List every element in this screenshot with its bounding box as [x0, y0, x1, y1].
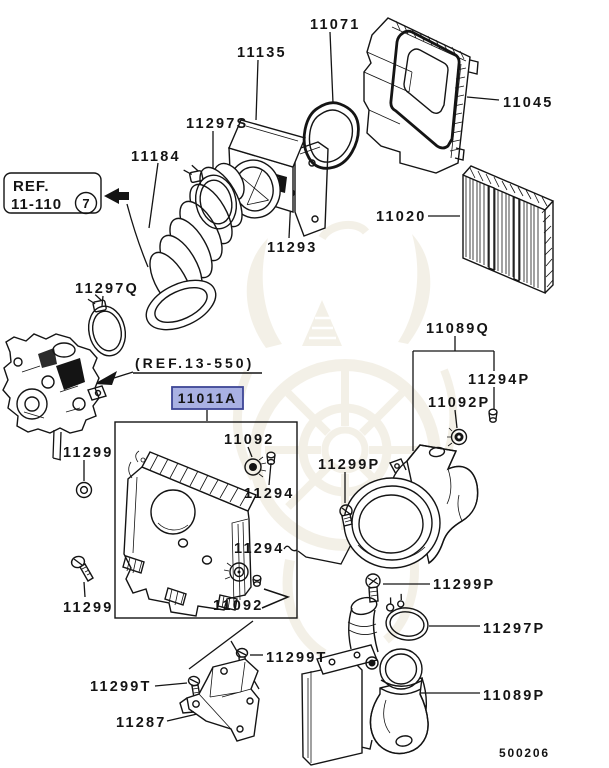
part-label-11135: 11135 — [237, 45, 287, 61]
ref-callout: REF. 11-110 7 — [3, 172, 129, 215]
part-label-11299T-left: 11299T — [90, 679, 152, 695]
part-11294-pin-lower-drawing — [252, 574, 262, 587]
diagram-code: 500206 — [499, 746, 550, 760]
ref-arrow-icon — [104, 188, 129, 204]
part-label-11071: 11071 — [310, 17, 361, 33]
part-label-11299-lower: 11299 — [63, 600, 114, 616]
part-label-11294P: 11294P — [468, 372, 530, 388]
part-11287-bracket-drawing — [179, 658, 260, 742]
part-labels: 11135 11071 11045 11297S 11184 11020 112… — [63, 17, 554, 731]
part-label-11092-upper: 11092 — [224, 432, 275, 448]
part-11294-pin-upper-drawing — [266, 451, 276, 466]
part-11092-grommet-upper-drawing — [244, 456, 267, 478]
inline-ref-label: (REF.13-550) — [135, 355, 254, 371]
part-label-11299-upper: 11299 — [63, 445, 114, 461]
part-label-11045: 11045 — [503, 95, 554, 111]
highlight-box — [171, 386, 244, 410]
part-11297P-clamp-drawing — [385, 593, 429, 641]
part-11045-cover-drawing — [363, 17, 479, 174]
part-label-11089P: 11089P — [483, 688, 545, 704]
ref-badge-number: 7 — [82, 196, 89, 211]
ref-13-550-arrowhead — [94, 371, 117, 385]
part-11299P-bolt-upper-drawing — [339, 504, 353, 527]
ref-callout-line1: REF. — [13, 178, 50, 195]
part-11089P-resonator-drawing — [301, 596, 429, 766]
part-11011A-air-cleaner-body-drawing — [122, 450, 257, 617]
part-label-11092-lower: 11092 — [213, 598, 264, 614]
part-label-11184: 11184 — [131, 149, 181, 165]
part-11089Q-air-duct-drawing — [343, 444, 479, 569]
part-label-11299P-lower: 11299P — [433, 577, 495, 593]
part-11297Q-clamp-drawing — [87, 294, 127, 357]
part-11294P-pin-drawing — [488, 408, 498, 423]
part-label-11020: 11020 — [376, 209, 427, 225]
part-11299-bolt-lower-drawing — [70, 555, 94, 582]
part-label-11297Q: 11297Q — [75, 281, 139, 297]
ref-badge-circle — [74, 191, 98, 215]
part-label-11299T-right: 11299T — [266, 650, 328, 666]
part-11092-grommet-lower-drawing — [223, 562, 249, 582]
highlighted-part-callout: 11011A — [171, 386, 244, 410]
part-11071-gasket-drawing — [302, 101, 360, 170]
part-11299-nut-upper-drawing — [75, 481, 93, 499]
ref-callout-line2: 11-110 — [11, 196, 62, 213]
part-label-11294-lower: 11294 — [234, 541, 285, 557]
part-label-11092P: 11092P — [428, 395, 490, 411]
highlighted-part-label: 11011A — [178, 390, 238, 406]
part-label-11294-upper: 11294 — [244, 486, 295, 502]
part-label-11297S: 11297S — [186, 116, 248, 132]
part-11135-airflow-sensor-drawing — [227, 119, 329, 237]
part-11297S-clamp-drawing — [183, 164, 238, 230]
part-11020-filter-element-drawing — [462, 165, 555, 295]
throttle-body-drawing — [2, 333, 107, 461]
part-label-11293: 11293 — [267, 240, 318, 256]
part-11011A-group-box — [114, 421, 298, 619]
part-label-11297P: 11297P — [483, 621, 545, 637]
part-label-11287: 11287 — [116, 715, 167, 731]
part-label-11299P-upper: 11299P — [318, 457, 380, 473]
part-11092P-grommet-drawing — [447, 427, 468, 447]
part-label-11089Q: 11089Q — [426, 321, 490, 337]
